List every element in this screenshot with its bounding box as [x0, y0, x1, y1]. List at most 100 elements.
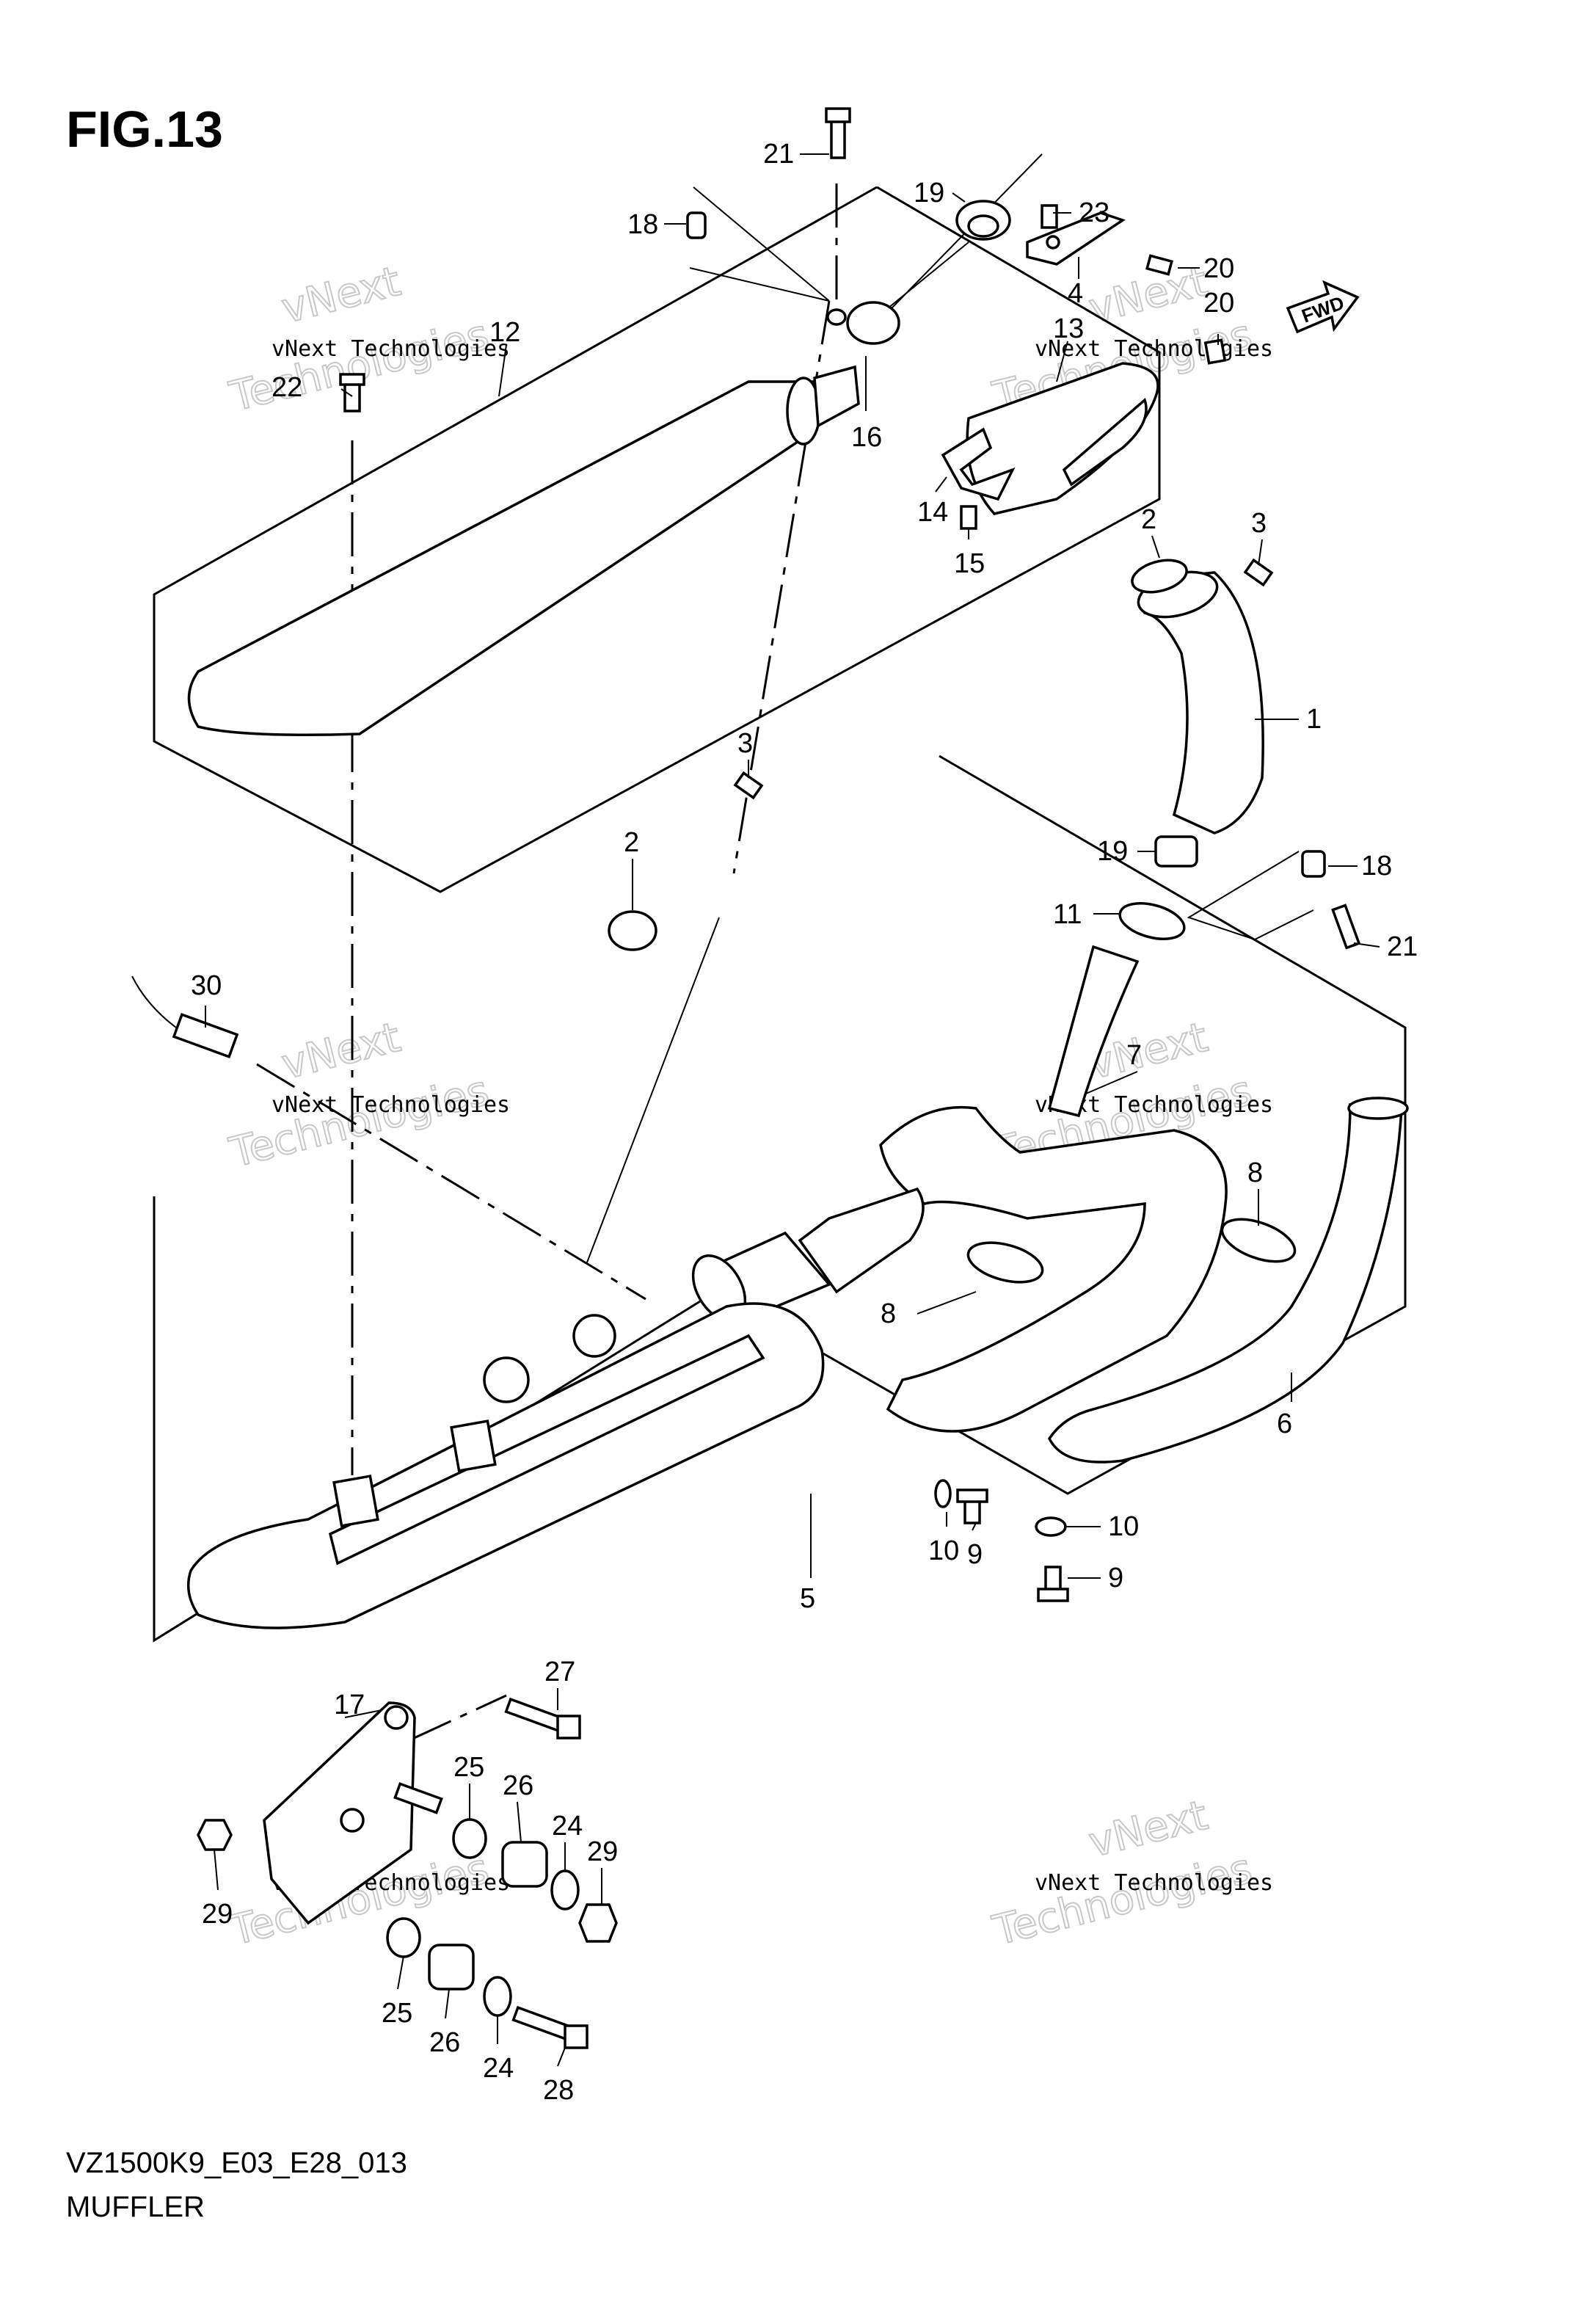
watermark-1: vNext Technologies vNext Technologies	[225, 257, 510, 422]
clamp-part-8-a	[966, 1241, 1044, 1284]
bush-part-26-b	[428, 1944, 475, 1991]
pin-part-stud	[393, 1782, 443, 1814]
gasket-part-2-b	[608, 910, 657, 951]
heat-shield-part-13	[966, 362, 1159, 515]
callout-4: 4	[1068, 278, 1083, 309]
callout-30: 30	[191, 970, 222, 1001]
nut-part-20-a	[1145, 254, 1173, 276]
cap-part-18-lower	[1301, 850, 1326, 878]
exhaust-pipe-part-1	[1137, 570, 1264, 835]
callout-20-b: 20	[1203, 288, 1234, 319]
callout-16: 16	[851, 422, 882, 453]
callout-27: 27	[544, 1657, 575, 1687]
washer-part-10-b	[934, 1479, 952, 1508]
bolt-part-9-b	[1037, 1566, 1069, 1602]
guide-line-bracket	[410, 1694, 507, 1741]
svg-text:Technologies: Technologies	[988, 1844, 1257, 1955]
callout-21: 21	[763, 139, 794, 170]
bolt-part-21-lower	[1331, 904, 1361, 950]
clamp-part-11	[1118, 902, 1186, 940]
nut-part-29-b	[197, 1819, 233, 1851]
guide-line-bolt-18	[689, 186, 830, 302]
clamp-part-8-b	[1220, 1218, 1297, 1263]
callout-21-b: 21	[1387, 931, 1418, 962]
callout-29-b: 29	[202, 1899, 233, 1930]
exhaust-pipe-part-6	[1047, 1097, 1409, 1464]
callout-1: 1	[1306, 704, 1322, 735]
guide-line-sensor	[256, 1063, 646, 1301]
bolt-part-22	[339, 373, 365, 412]
nut-part-29-a	[578, 1903, 618, 1943]
clamp-part-16	[826, 301, 900, 345]
collar-part-25-b	[386, 1917, 421, 1958]
callout-9: 9	[967, 1539, 983, 1570]
leader-lines	[205, 153, 1380, 2067]
callout-8: 8	[881, 1298, 896, 1329]
fwd-arrow: FWD	[1286, 280, 1360, 334]
collar-part-25-a	[452, 1818, 487, 1859]
callout-15: 15	[954, 548, 985, 579]
callout-26-b: 26	[429, 2027, 460, 2058]
section-name: MUFFLER	[66, 2191, 205, 2223]
callout-26: 26	[503, 1770, 533, 1801]
callout-25-b: 25	[382, 1998, 412, 2029]
washer-part-10-a	[1035, 1516, 1067, 1537]
gasket-part-2-a	[1131, 559, 1188, 594]
callout-5: 5	[800, 1583, 815, 1614]
bolt-part-28	[511, 2005, 589, 2049]
callout-8-b: 8	[1247, 1157, 1263, 1188]
bolt-part-15	[960, 505, 977, 530]
muffler-cover-part-12	[187, 365, 860, 736]
svg-text:Technologies: Technologies	[225, 1066, 494, 1177]
lower-assembly-frame	[153, 755, 1407, 1643]
sleeve-part-19-lower	[1154, 835, 1198, 868]
callout-19-b: 19	[1097, 836, 1128, 867]
guide-line-right-18	[1187, 851, 1314, 941]
callout-2: 2	[1141, 504, 1156, 535]
callout-10: 10	[928, 1535, 959, 1566]
callout-3-b: 3	[737, 728, 753, 759]
callout-11: 11	[1053, 899, 1082, 930]
model-code: VZ1500K9_E03_E28_013	[66, 2147, 407, 2179]
callout-28: 28	[543, 2075, 574, 2106]
washer-part-24-a	[550, 1869, 580, 1911]
bracket-part-4	[1026, 204, 1126, 266]
callout-12: 12	[489, 317, 520, 348]
callout-22: 22	[272, 372, 302, 403]
cap-part-18-top	[686, 211, 707, 239]
svg-text:vNext Technologies: vNext Technologies	[272, 1092, 510, 1118]
callout-7: 7	[1126, 1040, 1142, 1071]
svg-text:vNext: vNext	[277, 1014, 405, 1089]
muffler-assembly-part-5	[186, 1187, 925, 1629]
figure-title: FIG.13	[66, 101, 223, 158]
bolt-part-3-b	[733, 771, 764, 800]
callout-10-b: 10	[1108, 1511, 1139, 1542]
callout-2-b: 2	[624, 827, 639, 858]
bracket-part-17	[263, 1701, 416, 1925]
callout-18-b: 18	[1361, 851, 1392, 881]
o2-sensor-part-30	[131, 975, 239, 1058]
callout-18: 18	[627, 209, 658, 240]
callout-9-b: 9	[1108, 1563, 1123, 1593]
bracket-part-14	[941, 427, 1016, 501]
callout-3: 3	[1251, 508, 1267, 539]
svg-text:vNext Technologies: vNext Technologies	[1035, 1870, 1273, 1896]
watermark-6: vNext Technologies vNext Technologies	[988, 1791, 1273, 1956]
callout-24: 24	[552, 1811, 583, 1842]
bolt-part-9-a	[956, 1488, 988, 1524]
svg-text:vNext Technologies: vNext Technologies	[272, 336, 510, 362]
callout-17: 17	[334, 1690, 365, 1720]
watermark-3: vNext Technologies vNext Technologies	[225, 1013, 510, 1178]
svg-text:vNext: vNext	[1085, 1792, 1212, 1867]
svg-text:vNext: vNext	[277, 258, 405, 333]
callout-25: 25	[453, 1752, 484, 1783]
callout-19: 19	[914, 178, 944, 208]
upper-assembly-frame	[153, 186, 1161, 893]
nut-part-20-b	[1203, 338, 1227, 365]
exhaust-pipe-part-7	[879, 945, 1228, 1433]
callout-13: 13	[1053, 313, 1084, 344]
callout-6: 6	[1277, 1408, 1292, 1439]
callout-14: 14	[917, 497, 948, 528]
callout-20: 20	[1203, 253, 1234, 284]
